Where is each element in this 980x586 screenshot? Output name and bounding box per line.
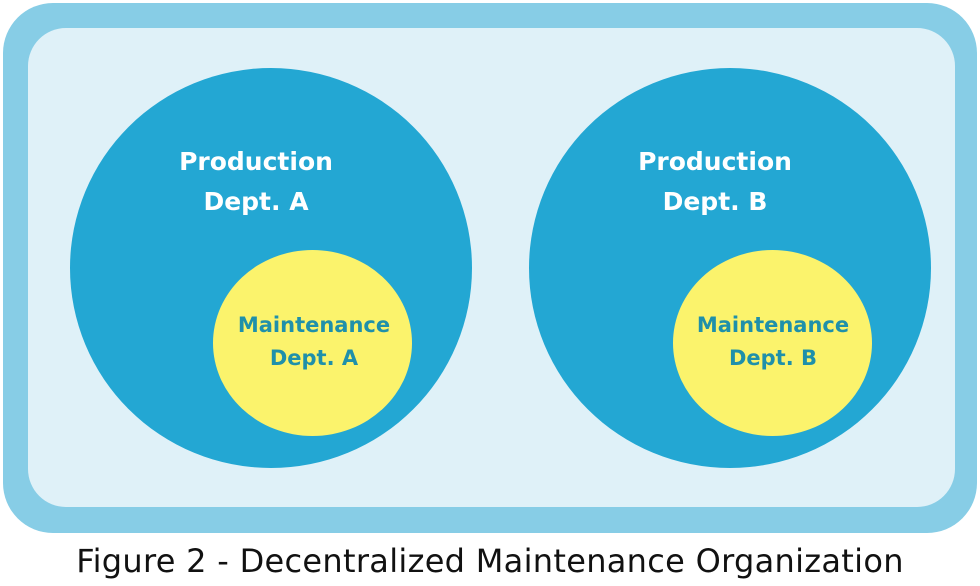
label-line: Production xyxy=(638,147,792,176)
figure-caption: Figure 2 - Decentralized Maintenance Org… xyxy=(76,542,904,580)
label-line: Dept. A xyxy=(203,187,309,216)
maintenance-dept-b-label: Maintenance Dept. B xyxy=(673,309,873,375)
label-line: Maintenance xyxy=(237,313,391,337)
maintenance-dept-a-label: Maintenance Dept. A xyxy=(214,309,414,375)
maintenance-dept-b-circle xyxy=(673,250,872,436)
label-line: Dept. B xyxy=(662,187,768,216)
production-dept-b-label: Production Dept. B xyxy=(615,142,815,222)
label-line: Dept. A xyxy=(269,346,359,370)
label-line: Dept. B xyxy=(728,346,818,370)
label-line: Production xyxy=(179,147,333,176)
label-line: Maintenance xyxy=(696,313,850,337)
production-dept-a-label: Production Dept. A xyxy=(156,142,356,222)
maintenance-dept-a-circle xyxy=(213,250,412,436)
